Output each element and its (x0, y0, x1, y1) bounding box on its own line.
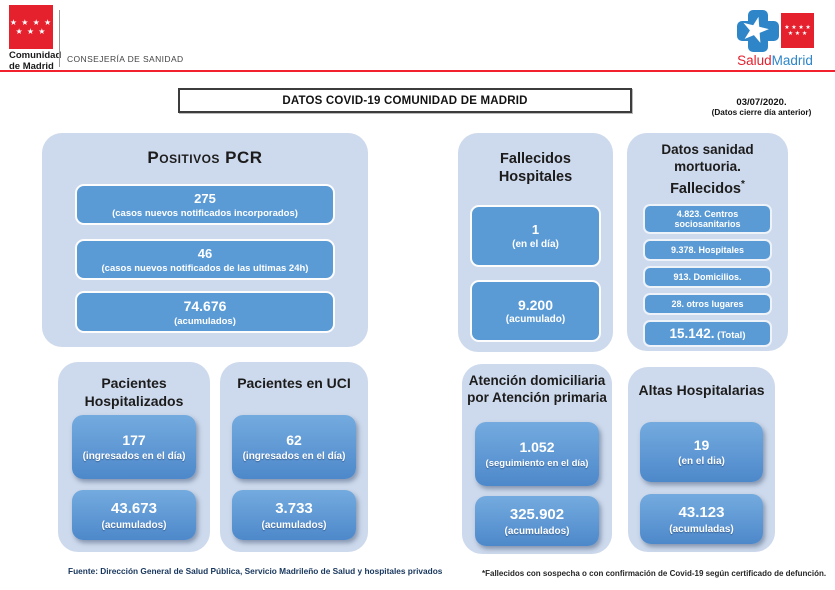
flag-stars-icon: ★ ★ ★ ★ (9, 17, 53, 27)
stat-label: (en el dia) (678, 456, 725, 468)
stat-box: 9.378. Hospitales (643, 239, 772, 261)
stat-value: 9.200 (517, 296, 554, 313)
stat-value: 19 (693, 436, 710, 453)
white-star-icon: ★ (735, 7, 775, 53)
stat-box: 1 (en el día) (470, 205, 601, 267)
panel-pacientes-uci: Pacientes en UCI 62 (ingresados en el dí… (220, 362, 368, 552)
stat-box: 3.733 (acumulados) (232, 490, 356, 540)
stat-value: 43.123 (678, 504, 725, 521)
stat-value: 177 (122, 431, 146, 448)
stat-label: (casos nuevos notificados incorporados) (112, 207, 298, 219)
stat-label: (acumulados) (261, 520, 327, 531)
header-divider (59, 10, 60, 67)
stat-value: 3.733 (275, 500, 313, 517)
panel-title: Fallecidos Hospitales (498, 151, 573, 186)
madrid-text: Madrid (771, 53, 813, 68)
stat-box: 46 (casos nuevos notificados de las ulti… (75, 239, 335, 280)
stat-label: (casos nuevos notificados de las ultimas… (101, 262, 309, 274)
stat-value: 1 (531, 222, 540, 238)
panel-fallecidos-hospitales: Fallecidos Hospitales 1 (en el día) 9.20… (458, 133, 613, 352)
stat-box: 275 (casos nuevos notificados incorporad… (75, 184, 335, 225)
asterisk: * (741, 179, 745, 190)
madrid-flag-icon: ★ ★ ★ ★ ★ ★ ★ (781, 13, 814, 48)
stat-box: 74.676 (acumulados) (75, 291, 335, 333)
stat-value: 1.052 (519, 439, 555, 456)
stat-box-total: 15.142. (Total) (643, 320, 772, 347)
stat-value: 46 (197, 246, 213, 262)
stat-label: 9.378. Hospitales (670, 244, 745, 255)
stat-box: 28. otros lugares (643, 293, 772, 315)
page-title: DATOS COVID-19 COMUNIDAD DE MADRID (178, 88, 632, 113)
stat-value: 74.676 (183, 297, 227, 314)
comunidad-madrid-flag-logo: ★ ★ ★ ★ ★ ★ ★ (9, 5, 53, 49)
stat-box: 177 (ingresados en el día) (72, 415, 196, 479)
panel-title: Atención domiciliaria por Atención prima… (467, 373, 607, 405)
stat-box: 43.123 (acumuladas) (640, 494, 763, 544)
salud-madrid-logo: ★ ★ ★ ★ ★ ★ ★ ★ SaludMadrid (735, 6, 815, 68)
salud-text: Salud (737, 53, 772, 68)
panel-title: Pacientes en UCI (237, 375, 351, 391)
flag-stars-icon: ★ ★ ★ ★ (784, 24, 811, 31)
stat-label: (acumulados) (174, 315, 236, 327)
stat-label: (en el día) (512, 238, 559, 250)
flag-stars-icon: ★ ★ ★ (787, 30, 808, 37)
stat-label: (ingresados en el día) (82, 451, 186, 463)
date-value: 03/07/2020. (736, 97, 787, 108)
panel-title: Datos sanidad mortuoria. (661, 142, 754, 174)
stat-box: 325.902 (acumulados) (475, 496, 599, 546)
stat-box: 62 (ingresados en el día) (232, 415, 356, 479)
panel-sanidad-mortuoria: Datos sanidad mortuoria. Fallecidos* 4.8… (627, 133, 788, 351)
report-date: 03/07/2020. (Datos cierre día anterior) (690, 97, 833, 117)
panel-title: Positivos PCR (147, 148, 263, 167)
header-rule (0, 70, 835, 72)
total-value: 15.142. (669, 325, 715, 341)
stat-value: 43.673 (111, 500, 157, 517)
stat-box: 9.200 (acumulado) (470, 280, 601, 342)
panel-subtitle: Fallecidos* (627, 179, 788, 198)
stat-label: 4.823. Centros sociosanitarios (674, 208, 741, 229)
stat-box: 1.052 (seguimiento en el día) (475, 422, 599, 486)
stat-label: (ingresados en el día) (242, 451, 346, 463)
stat-label: (seguimiento en el día) (485, 457, 589, 469)
stat-box: 19 (en el dia) (640, 422, 763, 482)
stat-label: (acumulados) (101, 520, 167, 531)
panel-title: Altas Hospitalarias (638, 382, 765, 398)
subtitle-text: Fallecidos (670, 180, 741, 197)
stat-label: (acumuladas) (669, 524, 734, 535)
panel-atencion-domiciliaria: Atención domiciliaria por Atención prima… (462, 364, 612, 554)
blue-cross-icon: ★ (736, 8, 779, 52)
stat-label: (acumulado) (505, 314, 566, 326)
panel-pacientes-hospitalizados: Pacientes Hospitalizados 177 (ingresados… (58, 362, 210, 552)
flag-stars-icon: ★ ★ ★ (15, 26, 47, 36)
stat-box: 43.673 (acumulados) (72, 490, 196, 540)
panel-title: Pacientes Hospitalizados (84, 375, 184, 409)
salud-madrid-wordmark: SaludMadrid (735, 53, 815, 68)
total-label: (Total) (714, 329, 746, 341)
logo-text-line: Comunidad (9, 50, 62, 61)
stat-label: 28. otros lugares (671, 298, 744, 309)
logo-text-line: de Madrid (9, 60, 54, 72)
asterisk-footnote: *Fallecidos con sospecha o con confirmac… (482, 569, 827, 578)
comunidad-madrid-wordmark: Comunidad de Madrid (9, 50, 62, 73)
date-note: (Datos cierre día anterior) (711, 108, 812, 117)
stat-label: (acumulados) (504, 526, 570, 537)
stat-box: 913. Domicilios. (643, 266, 772, 288)
source-note: Fuente: Dirección General de Salud Públi… (68, 566, 443, 576)
stat-box: 4.823. Centros sociosanitarios (643, 204, 772, 234)
panel-altas-hospitalarias: Altas Hospitalarias 19 (en el dia) 43.12… (628, 367, 775, 552)
stat-label: 913. Domicilios. (673, 271, 742, 282)
stat-value: 62 (286, 431, 302, 448)
panel-positivos-pcr: Positivos PCR 275 (casos nuevos notifica… (42, 133, 368, 347)
department-label: CONSEJERÍA DE SANIDAD (67, 54, 184, 64)
stat-value: 325.902 (509, 506, 565, 523)
stat-value: 275 (194, 191, 216, 207)
